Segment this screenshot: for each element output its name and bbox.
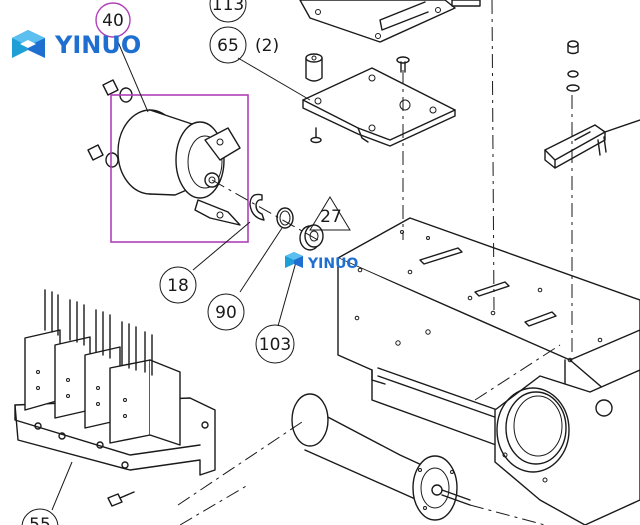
callout-65: 65 (2) <box>209 26 279 64</box>
svg-text:103: 103 <box>259 335 291 355</box>
end-plate <box>494 369 640 525</box>
manifold-screw <box>107 491 135 507</box>
svg-text:55: 55 <box>29 515 51 525</box>
top-plate <box>299 0 481 43</box>
callout-40: 40 <box>95 2 131 38</box>
callout-90: 90 <box>207 293 245 331</box>
callout-18: 18 <box>159 266 197 304</box>
standoff-spacer <box>305 53 323 82</box>
e-ring <box>249 193 265 221</box>
svg-text:27: 27 <box>320 207 342 227</box>
yinuo-logo-main: YINUO <box>12 30 141 59</box>
cube-logo-icon <box>12 30 45 58</box>
encoder-assembly <box>87 79 241 226</box>
callout-113: 113 <box>209 0 247 23</box>
mounting-bracket <box>302 67 456 147</box>
svg-text:65: 65 <box>217 36 239 56</box>
svg-text:113: 113 <box>212 0 244 15</box>
drive-motor <box>291 393 471 521</box>
yinuo-logo-small: YINUO <box>285 252 358 272</box>
screw-top-right <box>396 56 410 73</box>
right-screw <box>566 40 580 92</box>
cube-logo-icon <box>285 252 303 268</box>
bushing <box>299 224 324 251</box>
leader-lines <box>51 34 311 511</box>
svg-text:YINUO: YINUO <box>307 256 358 272</box>
callout-27: 27 <box>309 196 351 231</box>
svg-text:YINUO: YINUO <box>54 31 141 59</box>
svg-text:(2): (2) <box>255 36 279 56</box>
svg-text:40: 40 <box>102 11 124 31</box>
callout-103: 103 <box>255 324 295 364</box>
svg-text:90: 90 <box>215 303 237 323</box>
highlight-box <box>110 94 249 243</box>
valve-manifold <box>14 289 216 476</box>
svg-text:18: 18 <box>167 276 189 296</box>
center-lines <box>177 0 573 525</box>
screw-under-bracket <box>310 127 322 144</box>
right-clamp-bracket <box>544 119 640 169</box>
o-ring <box>276 207 294 229</box>
callout-55: 55 <box>21 508 59 525</box>
